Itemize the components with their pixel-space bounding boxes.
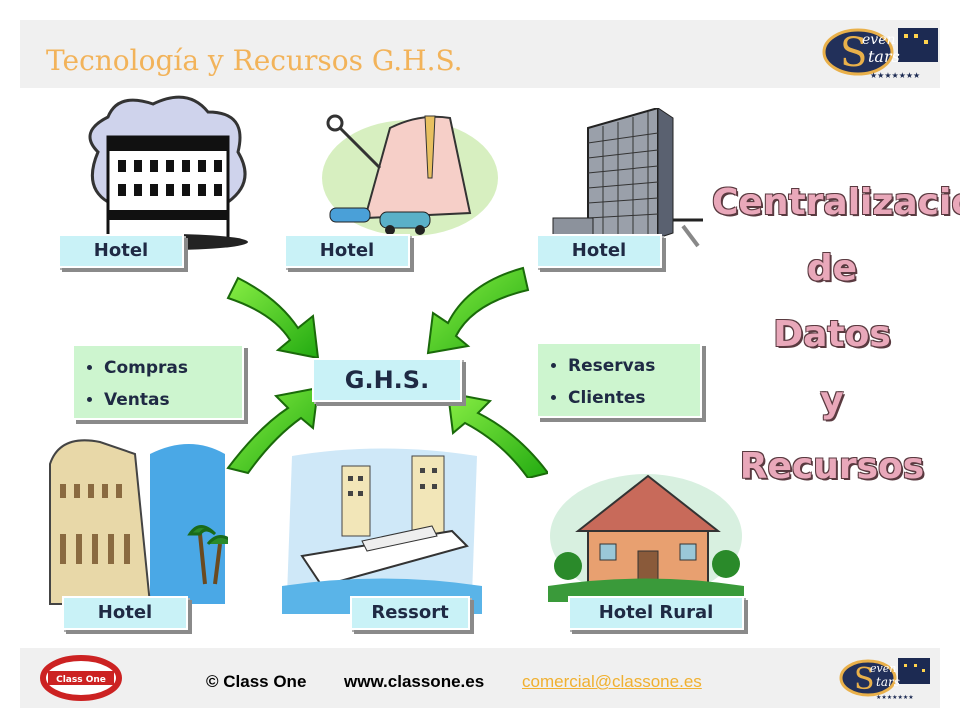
svg-text:★★★★★★★: ★★★★★★★ xyxy=(876,694,914,701)
svg-text:tars: tars xyxy=(868,47,900,66)
arrow-top-left xyxy=(226,276,320,360)
footer-email-link[interactable]: comercial@classone.es xyxy=(522,672,702,691)
centralization-line: y xyxy=(820,380,844,421)
left-list-box: Compras Ventas xyxy=(72,344,244,420)
hotel-rural-label: Hotel Rural xyxy=(568,596,744,630)
list-item: Ventas xyxy=(104,384,242,416)
centralization-line: Recursos xyxy=(739,446,925,487)
header-band xyxy=(20,20,940,88)
centralization-line: de xyxy=(806,248,858,289)
footer-website[interactable]: www.classone.es xyxy=(344,672,485,691)
svg-text:tars: tars xyxy=(876,675,900,689)
list-item: Clientes xyxy=(568,382,700,414)
hotel-label-4: Hotel xyxy=(62,596,188,630)
hotel-building-illustration-2 xyxy=(322,114,498,236)
right-list-box: Reservas Clientes xyxy=(536,342,702,418)
svg-text:even: even xyxy=(870,662,896,675)
arrow-bottom-right xyxy=(446,391,548,478)
svg-text:S: S xyxy=(854,662,875,697)
hotel-building-illustration-3 xyxy=(552,108,703,248)
seven-stars-logo-top: S even tars ★★★★★★★ xyxy=(822,28,938,80)
svg-text:★★★★★★★: ★★★★★★★ xyxy=(870,71,920,80)
hotel-label-3: Hotel xyxy=(536,234,662,268)
list-item: Reservas xyxy=(568,350,700,382)
page-title: Tecnología y Recursos G.H.S. xyxy=(46,44,463,77)
centralization-line: Centralización xyxy=(712,182,960,223)
hotel-building-illustration-4 xyxy=(49,439,228,605)
hotel-building-illustration-1 xyxy=(88,95,248,250)
centralization-text: Centralización de Datos y Recursos xyxy=(712,170,960,500)
svg-text:even: even xyxy=(862,32,896,48)
ghs-center-label: G.H.S. xyxy=(312,358,462,402)
footer-copyright: © Class One xyxy=(206,672,307,691)
list-item: Compras xyxy=(104,352,242,384)
hotel-label-1: Hotel xyxy=(58,234,184,268)
svg-text:S: S xyxy=(840,30,867,76)
arrow-top-right xyxy=(426,266,530,355)
arrows-group xyxy=(226,266,548,478)
hotel-label-2: Hotel xyxy=(284,234,410,268)
class-one-logo: Class One xyxy=(40,655,122,701)
footer-band xyxy=(20,648,940,708)
centralization-line: Datos xyxy=(773,314,891,355)
svg-text:Class One: Class One xyxy=(56,675,106,685)
seven-stars-logo-bottom: S even tars ★★★★★★★ xyxy=(839,658,930,701)
ressort-label: Ressort xyxy=(350,596,470,630)
